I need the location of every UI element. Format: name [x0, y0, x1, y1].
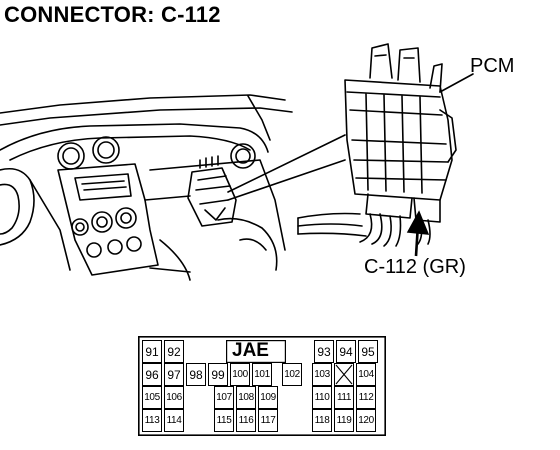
connector-label: C-112 (GR) — [364, 256, 466, 278]
pin-112: 112 — [356, 386, 376, 409]
pin-110: 110 — [312, 386, 332, 409]
connector-code: JAE — [232, 340, 269, 361]
pin-98: 98 — [186, 363, 206, 386]
pin-100: 100 — [230, 363, 250, 386]
pin-layout-outline — [138, 336, 386, 436]
pin-99: 99 — [208, 363, 228, 386]
pin-93: 93 — [314, 340, 334, 363]
pin-102: 102 — [282, 363, 302, 386]
pin-92: 92 — [164, 340, 184, 363]
pin-107: 107 — [214, 386, 234, 409]
pin-empty-x — [334, 363, 354, 386]
pin-96: 96 — [142, 363, 162, 386]
pin-109: 109 — [258, 386, 278, 409]
pin-118: 118 — [312, 409, 332, 432]
pin-119: 119 — [334, 409, 354, 432]
pin-94: 94 — [336, 340, 356, 363]
page-title: CONNECTOR: C-112 — [4, 2, 221, 27]
pin-111: 111 — [334, 386, 354, 409]
pin-101: 101 — [252, 363, 272, 386]
pcm-label: PCM — [470, 55, 515, 77]
connector-pin-layout: 91 92 JAE 93 94 95 96 97 98 99 100 101 1… — [138, 336, 386, 436]
pin-116: 116 — [236, 409, 256, 432]
empty-pin-x-icon — [335, 364, 353, 385]
pin-97: 97 — [164, 363, 184, 386]
pin-120: 120 — [356, 409, 376, 432]
pin-114: 114 — [164, 409, 184, 432]
pin-115: 115 — [214, 409, 234, 432]
pin-95: 95 — [358, 340, 378, 363]
pin-103: 103 — [312, 363, 332, 386]
pin-108: 108 — [236, 386, 256, 409]
pin-105: 105 — [142, 386, 162, 409]
pin-117: 117 — [258, 409, 278, 432]
pin-104: 104 — [356, 363, 376, 386]
pin-91: 91 — [142, 340, 162, 363]
code-box — [226, 340, 286, 363]
pin-113: 113 — [142, 409, 162, 432]
pin-106: 106 — [164, 386, 184, 409]
